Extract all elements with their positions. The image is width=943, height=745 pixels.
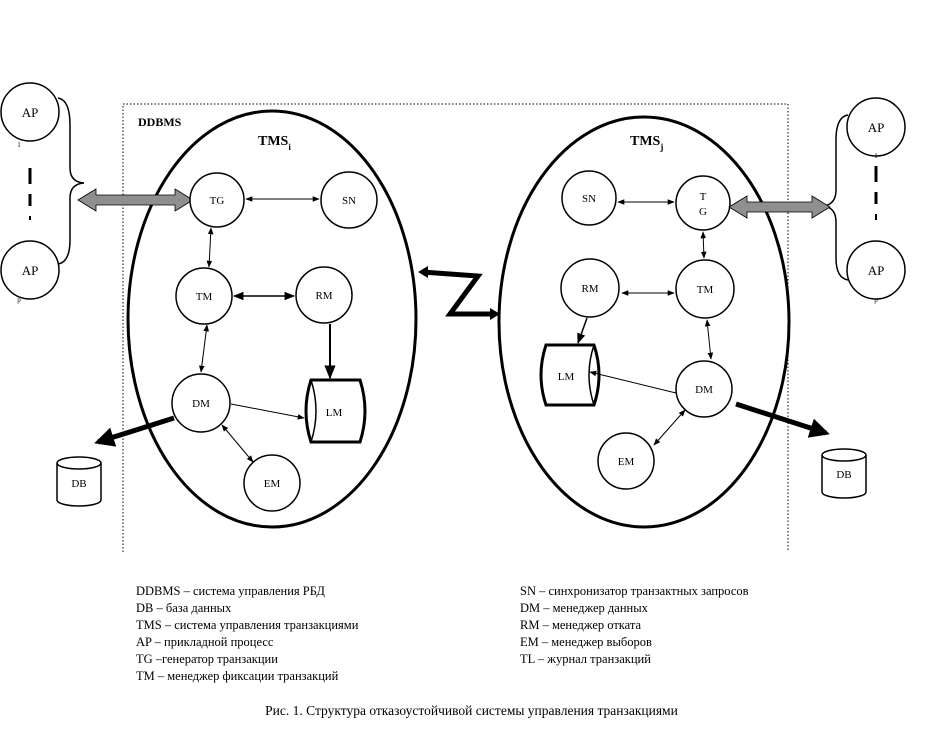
edge-dm-db-left [94, 415, 175, 447]
network-link-arrow-right [490, 308, 500, 320]
node-em-right-label: EM [618, 456, 635, 468]
node-sn-right-label: SN [582, 193, 596, 205]
node-tm-right [675, 259, 735, 319]
node-em-left-label: EM [264, 478, 281, 490]
ap-left-brace [57, 97, 85, 265]
db-right-label: DB [836, 469, 851, 481]
legend-item: TL – журнал транзакций [520, 652, 651, 666]
legend-item: TG –генератор транзакции [136, 652, 278, 666]
ap-right-brace [823, 114, 849, 281]
edge-tm-dm-right [704, 319, 714, 360]
network-link-arrow-left [418, 266, 428, 278]
legend-right: SN – синхронизатор транзактных запросов … [520, 583, 749, 668]
db-right-body [821, 455, 867, 499]
node-tg-left [189, 172, 245, 228]
node-tg-right-label-2: G [699, 206, 707, 218]
node-tg-right-label-1: T [700, 191, 707, 203]
db-left-label: DB [71, 478, 86, 490]
legend-item: TMS – система управления транзакциями [136, 618, 359, 632]
ap-1-right-index: 1 [874, 152, 878, 160]
edge-dm-lm-left [230, 403, 305, 420]
legend-item: TM – менеджер фиксации транзакций [136, 669, 339, 683]
node-dm-right-label: DM [695, 384, 713, 396]
node-dm-left-label: DM [192, 398, 210, 410]
legend-item: DB – база данных [136, 601, 232, 615]
node-dm-right [675, 360, 733, 418]
legend-item: EM – менеджер выборов [520, 635, 652, 649]
legend-item: RM – менеджер отката [520, 618, 642, 632]
node-tm-right-label: TM [697, 284, 714, 296]
legend-item: DM – менеджер данных [520, 601, 648, 615]
ap-1-right-circle [846, 97, 906, 157]
node-lm-left [304, 378, 367, 444]
node-rm-right-label: RM [581, 283, 598, 295]
node-lm-left-label: LM [326, 407, 343, 419]
db-left-top [56, 456, 102, 470]
node-em-right [597, 432, 655, 490]
ap-left-double-arrow [77, 188, 194, 212]
node-rm-left [295, 266, 353, 324]
ap-right-double-arrow [728, 195, 831, 219]
edge-dm-db-right [735, 401, 830, 438]
edge-dm-em-right [653, 409, 686, 446]
edge-tg-tm-right [700, 231, 707, 259]
node-lm-right-edge [588, 344, 595, 406]
network-link [421, 269, 494, 317]
ap-p-right-circle [846, 240, 906, 300]
tms-j-label: TMSj [630, 134, 663, 152]
tms-i-label: TMSi [258, 134, 291, 152]
edge-tm-dm-left [199, 324, 209, 373]
tms-j-ellipse [497, 115, 791, 529]
node-em-left [243, 454, 301, 512]
ap-p-right-index: p [874, 296, 878, 304]
ap-1-left-label: AP [22, 105, 39, 120]
legend-item: AP – прикладной процесс [136, 635, 274, 649]
node-sn-left-label: SN [342, 195, 356, 207]
ap-p-left-circle [0, 240, 60, 300]
node-dm-left [171, 373, 231, 433]
edge-dm-em-left [221, 424, 254, 463]
node-tm-left [175, 267, 233, 325]
ap-p-right-label: AP [868, 263, 885, 278]
node-sn-left [320, 171, 378, 229]
edge-dm-lm-right [589, 370, 677, 394]
tms-i-ellipse [126, 109, 418, 529]
db-left-body [56, 463, 102, 507]
ddbms-label: DDBMS [138, 115, 182, 129]
figure-caption: Рис. 1. Структура отказоустойчивой систе… [265, 703, 678, 718]
legend-left: DDBMS – система управления РБД DB – база… [136, 583, 358, 685]
edge-rm-lm-right [577, 317, 588, 344]
edge-tg-tm-left [206, 227, 214, 268]
legend-item: SN – синхронизатор транзактных запросов [520, 584, 749, 598]
node-tg-right [675, 175, 731, 231]
node-rm-right [560, 258, 620, 318]
ddbms-boundary [122, 103, 789, 552]
ap-1-right-label: AP [868, 120, 885, 135]
node-sn-right [561, 170, 617, 226]
node-rm-left-label: RM [315, 290, 332, 302]
ap-p-left-label: AP [22, 263, 39, 278]
node-lm-left-edge [310, 379, 317, 443]
ap-p-left-index: p [17, 296, 21, 304]
db-right-top [821, 448, 867, 462]
node-lm-right-label: LM [558, 371, 575, 383]
ap-1-left-index: 1 [17, 141, 21, 149]
node-tg-left-label: TG [210, 195, 225, 207]
node-tm-left-label: TM [196, 291, 213, 303]
ap-1-left-circle [0, 82, 60, 142]
legend-item: DDBMS – система управления РБД [136, 584, 325, 598]
